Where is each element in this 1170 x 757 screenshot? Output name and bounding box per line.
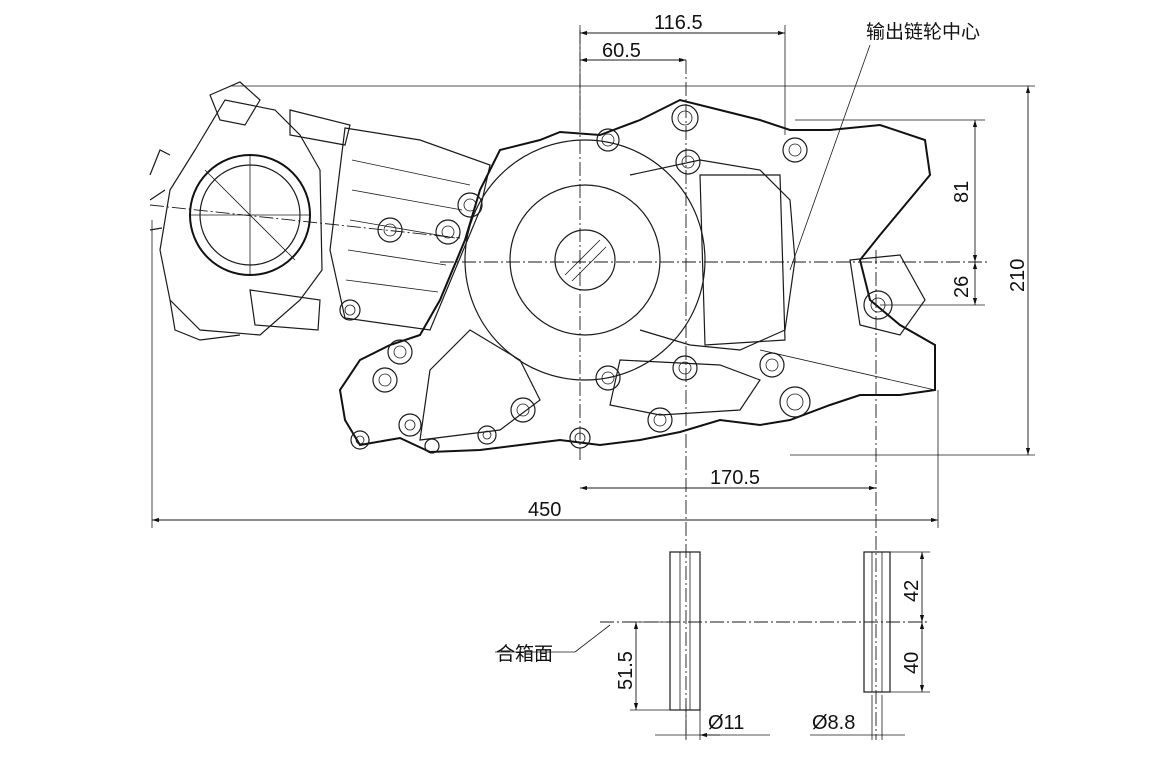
bolt [595, 365, 621, 391]
bolt [350, 430, 370, 450]
dim-450: 450 [528, 499, 561, 521]
bolt [759, 352, 785, 378]
bolt [457, 192, 483, 218]
dim-42: 42 [901, 580, 923, 602]
dim-210: 210 [1007, 259, 1029, 292]
bolt [435, 219, 461, 245]
hole-diameter-11: Ø11 [708, 712, 744, 734]
dim-26: 26 [951, 276, 973, 298]
bolt [424, 438, 440, 454]
dim-51-5: 51.5 [615, 651, 637, 690]
parting-face-label: 合箱面 [496, 643, 553, 665]
bolt [782, 137, 808, 163]
bolt [671, 104, 699, 132]
bolt [339, 299, 361, 321]
bolt [779, 386, 811, 418]
bolt [675, 149, 701, 175]
bolt [672, 355, 698, 381]
crankcase [338, 98, 936, 454]
bolt [398, 413, 422, 437]
dim-60-5: 60.5 [602, 40, 641, 62]
bolt [647, 407, 673, 433]
dim-116-5: 116.5 [654, 12, 703, 34]
cylinder-block [329, 127, 491, 331]
engine-body [149, 81, 936, 454]
dim-40: 40 [901, 652, 923, 674]
hole-diameter-8-8: Ø8.8 [812, 712, 855, 734]
dim-81: 81 [951, 181, 973, 203]
output-sprocket-center-label: 输出链轮中心 [866, 21, 980, 43]
mount-section-views [495, 551, 930, 740]
bolt [387, 339, 413, 365]
dimension-lines [151, 25, 1035, 528]
bolt-holes [339, 104, 893, 454]
bolt [596, 128, 620, 152]
bolt [477, 425, 497, 445]
dimension-labels: 116.5 60.5 81 26 210 170.5 450 42 40 51.… [496, 12, 1029, 734]
dim-170-5: 170.5 [710, 467, 760, 489]
bolt [377, 217, 403, 243]
bolt [372, 367, 398, 393]
bolt [510, 397, 536, 423]
center-lines [149, 30, 990, 740]
carburetor-assembly [149, 81, 351, 341]
